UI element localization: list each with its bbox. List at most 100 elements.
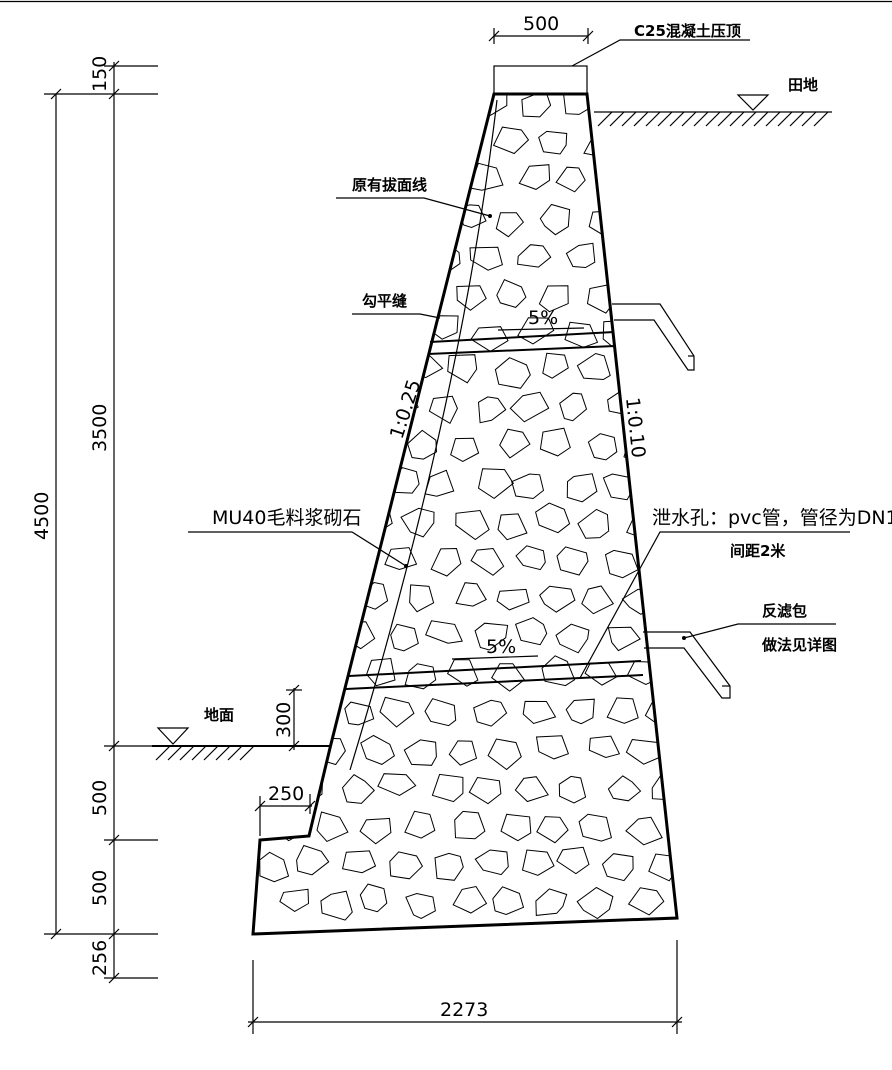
rubble-stone [361, 434, 394, 460]
rubble-stone [588, 735, 621, 759]
rubble-stone [404, 663, 437, 690]
rubble-stone [296, 844, 330, 876]
rubble-stone [255, 401, 286, 428]
rubble-stone [456, 285, 487, 311]
rubble-stone [584, 662, 618, 686]
rubble-stone [607, 626, 641, 652]
rubble-stone [556, 546, 589, 576]
rubble-stone [514, 617, 548, 646]
rubble-stone [518, 164, 551, 190]
field-hatch [597, 111, 829, 127]
drain-pipe-lower [643, 631, 731, 699]
dim-left-chain [44, 60, 158, 984]
rubble-stone [497, 513, 528, 541]
rubble-stone [496, 588, 530, 611]
rubble-stone [421, 94, 456, 118]
ground-label: 地面 [204, 706, 234, 724]
dim-upper-height: 3500 [89, 404, 111, 452]
rubble-stone [275, 736, 308, 765]
rubble-stone [555, 623, 590, 654]
rubble-stone [390, 623, 419, 652]
rubble-stone [407, 429, 438, 460]
dim-lower-1: 500 [89, 780, 111, 816]
rubble-stone [470, 547, 505, 576]
field-label: 田地 [788, 76, 818, 94]
ground-hatch [155, 745, 255, 761]
rubble-stone [496, 279, 527, 308]
rubble-stone [274, 124, 304, 154]
rubble-stone [599, 165, 634, 191]
flush-joint-label: 勾平缝 [362, 292, 407, 310]
rubble-stone [588, 209, 622, 238]
rubble-stone [254, 244, 289, 270]
rubble-stone [650, 238, 677, 270]
rubble-stone [389, 851, 424, 880]
rubble-stone [565, 698, 595, 725]
rubble-stone [410, 129, 445, 158]
rubble-stone [645, 388, 677, 416]
svg-text:300: 300 [273, 702, 295, 738]
rubble-stone [314, 664, 348, 693]
rubble-stone [449, 124, 478, 157]
rubble-stone [347, 543, 376, 577]
rubble-stone [651, 774, 677, 801]
rubble-stone [535, 735, 570, 760]
rubble-stone [541, 655, 576, 687]
rubble-stone [604, 549, 639, 579]
rubble-stone [625, 816, 663, 846]
rubble-stone [491, 663, 525, 692]
rubble-stone [495, 212, 525, 238]
rubble-stone [474, 622, 509, 651]
rubble-stone [647, 170, 677, 197]
svg-text:250: 250 [268, 783, 304, 805]
rubble-stone [256, 623, 286, 654]
rubble-stone [477, 468, 514, 500]
rubble-stone [301, 692, 333, 722]
flush-joint-leader [352, 313, 441, 319]
filter-bag-leader [683, 623, 836, 639]
rubble-stone [320, 890, 353, 921]
rubble-stone [430, 547, 462, 577]
rubble-stone [607, 775, 642, 802]
rubble-stone [387, 323, 415, 352]
rubble-stone [259, 851, 290, 883]
rubble-stone [651, 312, 677, 341]
rubble-stone [578, 813, 612, 842]
dim-lower-2: 500 [89, 870, 111, 906]
rubble-stone [576, 886, 614, 920]
rubble-stone [644, 698, 677, 731]
rubble-stone [514, 776, 549, 803]
rubble-stone [559, 392, 588, 422]
rubble-stone [494, 357, 531, 389]
rubble-stone [555, 166, 586, 193]
rubble-stone [253, 550, 283, 576]
rubble-stone [281, 363, 315, 390]
rubble-stone [366, 657, 396, 687]
rubble-stone [602, 320, 636, 348]
rubble-stone [405, 892, 436, 920]
joint-upper-bottom [427, 345, 616, 355]
rubble-stone [342, 467, 375, 496]
dim-bottom-width: 2273 [247, 940, 683, 1034]
rubble-stone [342, 850, 377, 874]
drain-hole-leader [579, 531, 850, 679]
rubble-stone [492, 886, 525, 916]
svg-text:500: 500 [523, 13, 559, 35]
rubble-stone [384, 239, 416, 270]
rubble-stone [379, 696, 415, 728]
ground-level-symbol [156, 727, 190, 745]
rubble-stone [517, 317, 555, 345]
dim-ground-depth: 300 [273, 684, 302, 752]
rubble-stone [652, 467, 677, 499]
dim-cap-height: 150 [89, 56, 111, 92]
rubble-stone [298, 622, 330, 648]
concrete-cap [493, 65, 588, 95]
rubble-stone [279, 888, 310, 912]
rubble-stone [469, 246, 503, 271]
rubble-stone [368, 354, 401, 382]
rubble-stone [359, 883, 388, 913]
rubble-stone [317, 121, 348, 152]
rubble-stone [539, 427, 571, 457]
rubble-stone [384, 547, 418, 571]
rubble-stone [454, 810, 486, 840]
